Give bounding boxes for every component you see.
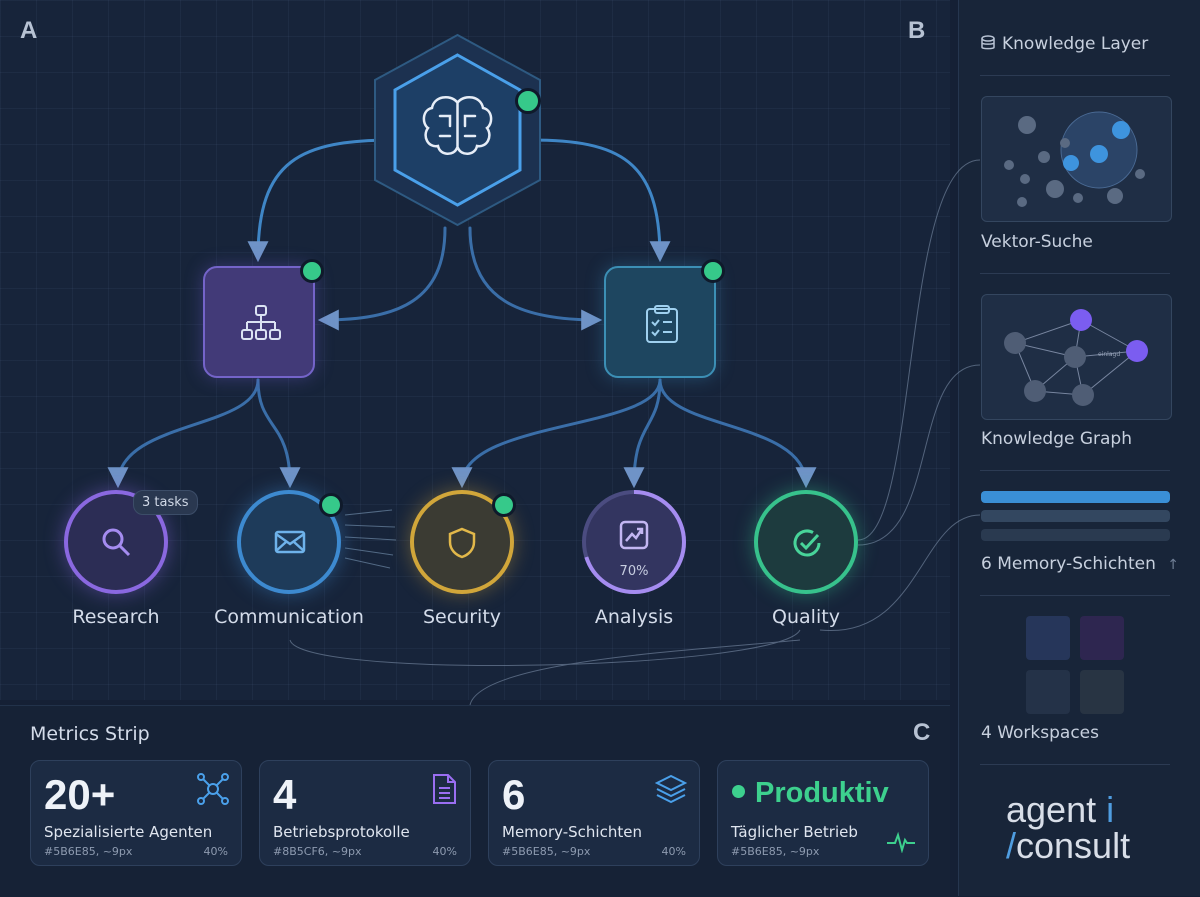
workspace-tile[interactable] <box>1026 670 1070 714</box>
agent-i-consult-logo: agent i /consult <box>1006 792 1130 864</box>
workspace-tile[interactable] <box>1080 616 1124 660</box>
metrics-title: Metrics Strip <box>30 723 150 745</box>
logo-accent-slash: / <box>1006 825 1017 866</box>
metric-value: 20+ <box>44 771 116 818</box>
metric-percent: 40% <box>203 845 228 858</box>
metric-card-memory-layers[interactable]: 6 Memory-Schichten #5B6E85, ~9px 40% <box>488 760 700 866</box>
metric-value: 6 <box>502 771 526 818</box>
divider <box>980 764 1170 765</box>
workspace-tile[interactable] <box>1080 670 1124 714</box>
vector-search-card[interactable] <box>981 96 1172 222</box>
knowledge-graph-illustration: einlagd <box>1004 309 1148 406</box>
metric-percent: 40% <box>661 845 686 858</box>
search-icon <box>102 528 131 557</box>
metric-sub: #5B6E85, ~9px <box>502 845 591 858</box>
clipboard-checklist-icon <box>646 305 678 343</box>
status-dot <box>492 493 516 517</box>
metric-label: Täglicher Betrieb <box>731 823 858 841</box>
agent-label-communication: Communication <box>214 606 364 628</box>
workspaces-label: 4 Workspaces <box>981 723 1099 743</box>
metric-value: 4 <box>273 771 297 818</box>
divider <box>980 75 1170 76</box>
vector-search-label: Vektor-Suche <box>981 232 1093 252</box>
status-value: Produktiv <box>755 777 889 809</box>
knowledge-layer-title-text: Knowledge Layer <box>1002 34 1149 54</box>
document-icon <box>433 774 456 804</box>
metric-card-protocols[interactable]: 4 Betriebsprotokolle #8B5CF6, ~9px 40% <box>259 760 471 866</box>
metric-label: Spezialisierte Agenten <box>44 823 213 841</box>
layers-icon <box>655 774 687 804</box>
metric-label: Betriebsprotokolle <box>273 823 410 841</box>
database-icon <box>981 35 995 50</box>
memory-layers-label: 6 Memory-Schichten ↑ <box>981 554 1179 574</box>
check-circle-icon <box>793 529 821 557</box>
manager-node-organization[interactable] <box>203 266 315 378</box>
agent-label-research: Research <box>72 606 160 628</box>
status-dot <box>732 785 745 798</box>
status-dot <box>300 259 324 283</box>
memory-layer-bar <box>981 529 1170 541</box>
metric-label: Memory-Schichten <box>502 823 642 841</box>
metric-percent: 40% <box>432 845 457 858</box>
panel-label-b: B <box>908 17 926 44</box>
workspace-tile[interactable] <box>1026 616 1070 660</box>
memory-layers-label-text: 6 Memory-Schichten <box>981 554 1156 574</box>
logo-word-consult: consult <box>1016 825 1131 866</box>
manager-node-tasks[interactable] <box>604 266 716 378</box>
logo-accent-i: i <box>1106 789 1115 830</box>
panel-label-a: A <box>20 17 38 44</box>
status-dot <box>319 493 343 517</box>
metric-sub: #5B6E85, ~9px <box>44 845 133 858</box>
memory-layer-bar <box>981 510 1170 522</box>
agent-label-analysis: Analysis <box>594 606 674 628</box>
status-dot <box>701 259 725 283</box>
mail-icon <box>274 530 306 554</box>
graph-edge-label: einlagd <box>1098 351 1120 358</box>
panel-label-c: C <box>913 719 931 746</box>
metric-card-agents[interactable]: 20+ Spezialisierte Agenten #5B6E85, ~9px… <box>30 760 242 866</box>
divider <box>980 595 1170 596</box>
analysis-progress-label: 70% <box>619 564 649 579</box>
agent-label-security: Security <box>422 606 502 628</box>
org-chart-icon <box>241 305 281 340</box>
network-icon <box>197 773 229 805</box>
agent-quality[interactable] <box>754 490 858 594</box>
metric-sub: #5B6E85, ~9px <box>731 845 820 858</box>
agent-analysis[interactable]: 70% <box>582 490 686 594</box>
shield-icon <box>448 527 476 559</box>
divider <box>980 470 1170 471</box>
metric-card-status[interactable]: Produktiv Täglicher Betrieb #5B6E85, ~9p… <box>717 760 929 866</box>
trend-chart-icon <box>619 520 649 550</box>
hub-status-indicator <box>515 88 541 114</box>
logo-word-agent: agent <box>1006 789 1097 830</box>
orchestrator-hub[interactable] <box>370 30 545 230</box>
knowledge-graph-label: Knowledge Graph <box>981 429 1132 449</box>
metric-sub: #8B5CF6, ~9px <box>273 845 362 858</box>
brain-icon <box>422 95 493 155</box>
knowledge-graph-card[interactable]: einlagd <box>981 294 1172 420</box>
agent-label-quality: Quality <box>772 606 840 628</box>
agent-research[interactable] <box>64 490 168 594</box>
divider <box>980 273 1170 274</box>
vector-cluster-illustration <box>1004 111 1145 207</box>
analysis-progress-ring <box>582 490 686 594</box>
tasks-badge: 3 tasks <box>133 490 198 515</box>
pulse-icon <box>887 831 915 853</box>
memory-layer-bar <box>981 491 1170 503</box>
knowledge-layer-title: Knowledge Layer <box>980 34 1148 54</box>
arrow-up-icon: ↑ <box>1167 557 1179 573</box>
